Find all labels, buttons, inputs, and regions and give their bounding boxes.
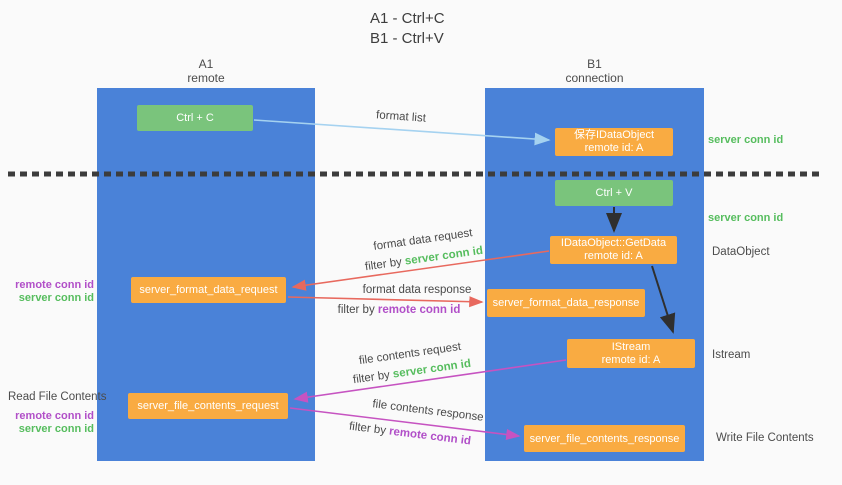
annotation-server-conn-id-top: server conn id [708, 134, 784, 146]
annotation-write-file-contents: Write File Contents [716, 432, 814, 444]
annotation-conn-ids-file: remote conn id server conn id [14, 410, 94, 436]
label-format-data-response: format data response [362, 284, 472, 296]
label-filter-remote-conn-id-1: filter by remote conn id [338, 304, 461, 316]
annotation-dataobject: DataObject [712, 246, 770, 258]
node-idataobject-getdata-line2: remote id: A [584, 250, 643, 262]
annotation-conn-ids-format: remote conn id server conn id [14, 279, 94, 305]
server-conn-id-text: server conn id [404, 244, 484, 268]
node-server-file-contents-request: server_file_contents_request [128, 393, 288, 419]
node-save-idataobject: 保存IDataObject remote id: A [555, 128, 673, 156]
annotation-server-conn-id-2: server conn id [18, 423, 94, 435]
node-idataobject-getdata-line1: IDataObject::GetData [560, 237, 667, 249]
node-istream: IStream remote id: A [567, 339, 695, 368]
annotation-server-conn-id-mid: server conn id [708, 212, 784, 224]
lifeline-a1-header: A1 remote [97, 57, 315, 85]
node-server-format-data-response: server_format_data_response [487, 289, 645, 317]
title-line-ctrl-c: A1 - Ctrl+C [370, 10, 445, 27]
label-format-list: format list [375, 109, 427, 125]
arrow-format-data-response [287, 296, 484, 308]
label-filter-remote-conn-id-2: filter by remote conn id [348, 421, 471, 448]
annotation-read-file-contents: Read File Contents [8, 391, 107, 403]
filter-by-text: filter by [348, 420, 387, 437]
server-conn-id-text: server conn id [392, 357, 472, 381]
node-server-format-data-request: server_format_data_request [131, 277, 286, 303]
lifeline-a1-subtitle: remote [187, 71, 225, 85]
annotation-istream: Istream [712, 349, 751, 361]
lifeline-b1-name: B1 [587, 57, 602, 71]
lifeline-b1-header: B1 connection [485, 57, 704, 85]
filter-by-text: filter by [364, 256, 403, 274]
node-ctrl-v: Ctrl + V [555, 180, 673, 206]
remote-conn-id-text: remote conn id [377, 304, 461, 316]
annotation-server-conn-id-1: server conn id [18, 292, 94, 304]
node-server-file-contents-response: server_file_contents_response [524, 425, 685, 452]
node-save-idataobject-line1: 保存IDataObject [573, 129, 655, 141]
filter-by-text: filter by [352, 369, 391, 387]
node-idataobject-getdata: IDataObject::GetData remote id: A [550, 236, 677, 264]
node-save-idataobject-line2: remote id: A [584, 142, 644, 154]
label-file-contents-response: file contents response [371, 398, 485, 424]
annotation-remote-conn-id-1: remote conn id [15, 279, 94, 291]
lifeline-b1-subtitle: connection [565, 71, 624, 85]
lifeline-a1-name: A1 [198, 57, 214, 71]
node-ctrl-c: Ctrl + C [137, 105, 253, 131]
title-line-ctrl-v: B1 - Ctrl+V [370, 30, 444, 47]
diagram-title: A1 - Ctrl+C B1 - Ctrl+V [370, 9, 445, 49]
filter-by-text: filter by [337, 304, 375, 316]
node-istream-line2: remote id: A [601, 353, 661, 366]
remote-conn-id-text: remote conn id [388, 425, 472, 448]
annotation-remote-conn-id-2: remote conn id [15, 410, 94, 422]
node-istream-line1: IStream [611, 340, 651, 353]
